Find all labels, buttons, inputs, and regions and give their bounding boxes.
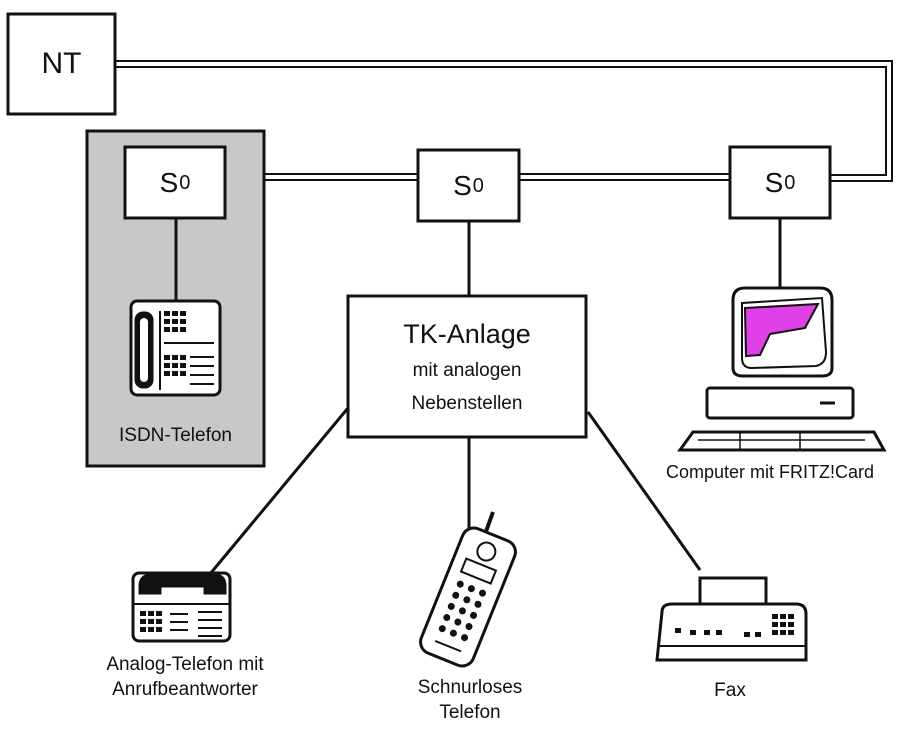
tk-anlage-title: TK-Anlage (403, 319, 531, 349)
computer-label: Computer mit FRITZ!Card (665, 462, 875, 482)
connection-lines (174, 218, 782, 575)
tk-anlage-box (346, 294, 588, 439)
nt-box (6, 12, 117, 116)
schnurloses-label-2: Telefon (439, 702, 501, 723)
analog-phone-icon (131, 571, 232, 643)
tk-anlage-subtitle-1: mit analogen (412, 360, 522, 381)
nt-label: NT (41, 47, 82, 80)
analog-telefon-label-1: Analog-Telefon mit (106, 654, 264, 675)
fax-label: Fax (714, 680, 746, 701)
nt-bus-line (116, 60, 893, 182)
s0-box-left (123, 145, 227, 220)
computer-icon (677, 286, 887, 452)
analog-telefon-label-2: Anrufbeantworter (112, 679, 258, 700)
schnurloses-label-1: Schnurloses (417, 677, 523, 698)
isdn-phone-icon (129, 299, 222, 397)
fax-icon (655, 576, 808, 662)
s0-bus-line (264, 173, 730, 181)
cordless-phone-icon (419, 511, 517, 668)
tk-anlage-subtitle-2: Nebenstellen (411, 393, 523, 414)
s0-box-right (728, 145, 832, 220)
isdn-telefon-label: ISDN-Telefon (119, 425, 232, 446)
